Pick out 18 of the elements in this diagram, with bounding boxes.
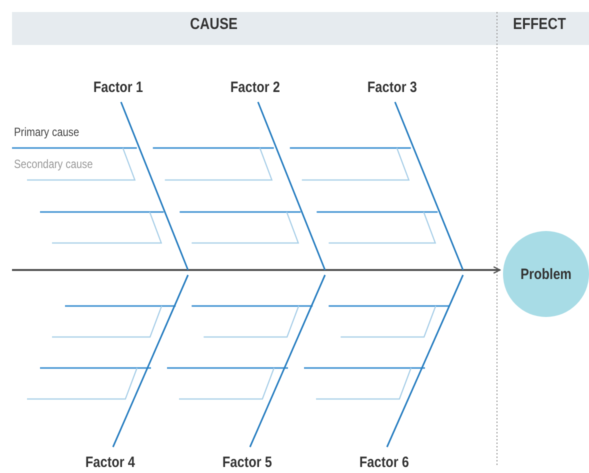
- factor-label: Factor 5: [222, 454, 272, 470]
- bone-line: [112, 274, 189, 448]
- bone-line: [257, 102, 326, 270]
- factor-label: Factor 2: [230, 78, 280, 96]
- section-heading: CAUSE: [190, 16, 238, 34]
- bone-line: [394, 102, 464, 270]
- spine-arrow: [12, 266, 501, 274]
- bone-line: [249, 274, 326, 448]
- bone-line: [386, 274, 464, 448]
- factor-label: Factor 4: [85, 454, 135, 470]
- section-heading: EFFECT: [513, 16, 566, 34]
- bone-line: [120, 102, 189, 270]
- cause-label: Primary cause: [14, 125, 80, 139]
- cause-label: Secondary cause: [14, 157, 93, 171]
- factor-label: Factor 3: [367, 78, 417, 96]
- factor-label: Factor 6: [359, 454, 409, 470]
- effect-label: Problem: [520, 266, 572, 282]
- factor-label: Factor 1: [93, 78, 143, 96]
